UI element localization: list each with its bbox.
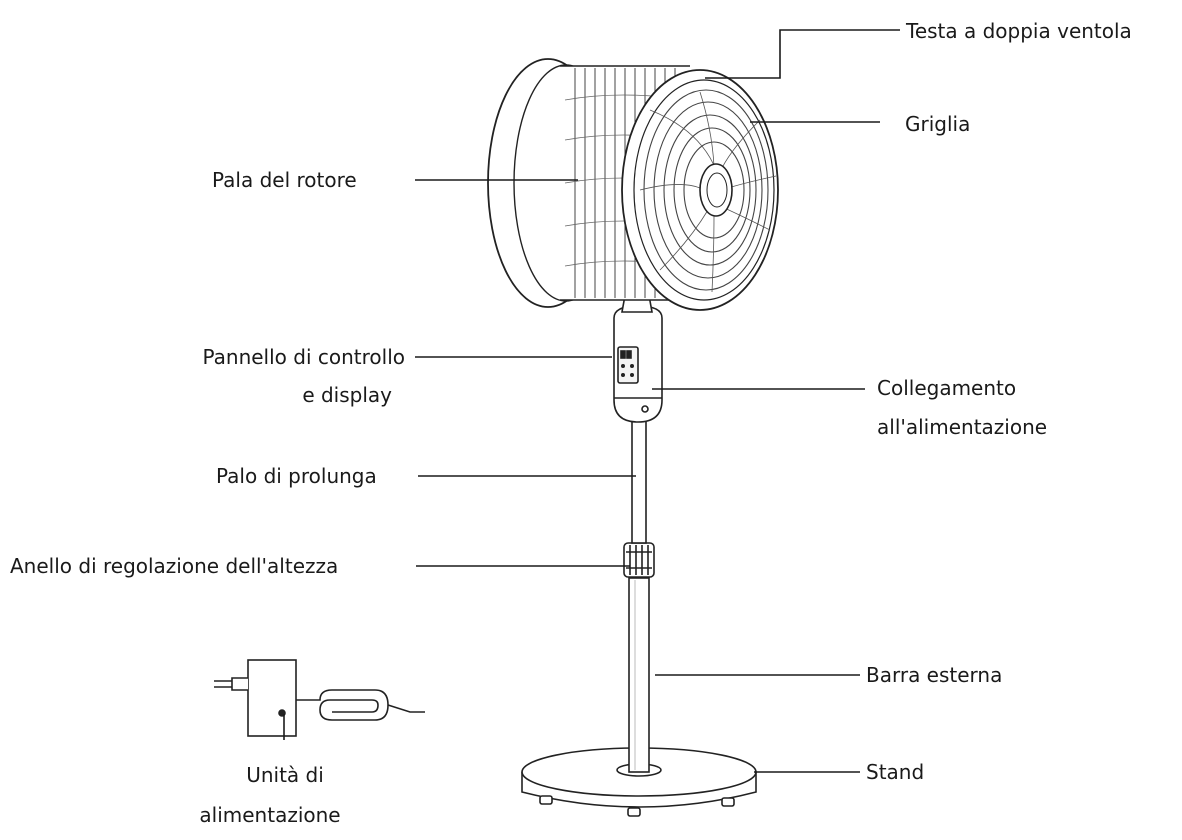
- label-anello-regolazione: Anello di regolazione dell'altezza: [10, 554, 339, 578]
- label-unita-alimentazione: alimentazione: [199, 803, 341, 827]
- label-palo-prolunga: Palo di prolunga: [216, 464, 377, 488]
- label-testa-doppia-ventola: Testa a doppia ventola: [906, 19, 1132, 43]
- power-supply-unit: [214, 659, 425, 737]
- label-pannello-display: e display: [302, 383, 392, 407]
- height-ring: [623, 542, 655, 578]
- label-stand: Stand: [866, 760, 925, 784]
- label-alimentazione: all'alimentazione: [877, 415, 1048, 439]
- label-unita-di: Unità di: [246, 763, 324, 787]
- control-body: [613, 305, 663, 423]
- label-collegamento: Collegamento: [877, 376, 1017, 400]
- leader-lines: [283, 29, 900, 773]
- extension-pole: [631, 419, 647, 544]
- label-pannello-controllo: Pannello di controllo: [202, 345, 405, 369]
- label-barra-esterna: Barra esterna: [866, 663, 1003, 687]
- label-griglia: Griglia: [905, 112, 971, 136]
- label-pala-rotore: Pala del rotore: [212, 168, 357, 192]
- dual-fan-head: [487, 58, 779, 313]
- outer-bar: [628, 577, 650, 773]
